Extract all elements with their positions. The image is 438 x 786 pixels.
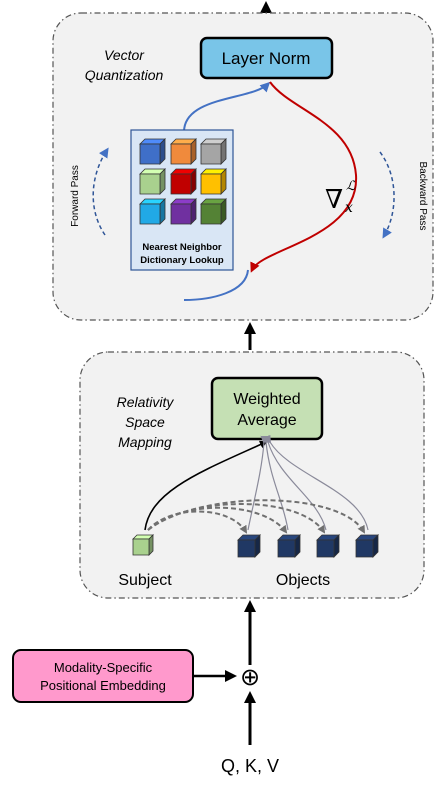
add-node: ⊕ <box>240 663 260 691</box>
positional-embedding-box <box>12 649 194 703</box>
layer-norm-box <box>199 36 334 80</box>
codebook-grid <box>139 138 227 225</box>
backward-pass-arrow <box>379 151 395 239</box>
codebook-cube-2 <box>170 138 197 165</box>
object-cube-2 <box>277 534 301 558</box>
forward-pass-arrow <box>92 147 109 236</box>
codebook-cube-1 <box>139 138 166 165</box>
codebook-cube-4 <box>139 168 166 195</box>
gradient-symbol: ∇ ℒ x <box>325 179 356 216</box>
codebook-cube-8 <box>170 198 197 225</box>
codebook-cube-3 <box>200 138 227 165</box>
weighted-average-line1: Weighted <box>233 391 300 408</box>
lookup-label-line1: Nearest Neighbor <box>142 242 221 253</box>
objects-label: Objects <box>276 572 330 589</box>
rsm-title-line2: Space <box>125 414 165 430</box>
subject-label: Subject <box>118 572 172 589</box>
rsm-title-line3: Mapping <box>118 434 172 450</box>
subject-to-average-curve <box>144 440 268 531</box>
gradient-subscript: x <box>345 200 353 216</box>
weighted-average-line2: Average <box>237 412 296 429</box>
forward-pass-label: Forward Pass <box>70 165 81 227</box>
object-cube-3 <box>316 534 340 558</box>
gradient-nabla: ∇ <box>325 185 343 215</box>
forward-path-to-layer-norm <box>183 81 271 133</box>
object4-to-average-curve <box>263 434 369 531</box>
positional-embedding-line2: Positional Embedding <box>40 678 166 693</box>
gradient-superscript: ℒ <box>346 179 356 194</box>
object-cube-1 <box>237 534 261 558</box>
rsm-title-line1: Relativity <box>117 394 175 410</box>
object3-to-average-curve <box>262 435 327 531</box>
object-cube-4 <box>355 534 379 558</box>
vq-title-line2: Quantization <box>85 67 164 83</box>
vq-title-line1: Vector <box>104 47 145 63</box>
object2-to-average-curve <box>261 435 289 531</box>
backward-path <box>250 81 358 273</box>
codebook-cube-7 <box>139 198 166 225</box>
rsm-cubes <box>132 534 379 558</box>
object1-to-average-curve <box>247 435 269 531</box>
backward-pass-label: Backward Pass <box>417 162 428 231</box>
codebook-cube-5 <box>170 168 197 195</box>
positional-embedding-line1: Modality-Specific <box>54 660 153 675</box>
layer-norm-label: Layer Norm <box>222 49 311 68</box>
relation-curve-3 <box>147 503 326 534</box>
relation-curve-4 <box>147 499 365 534</box>
input-label: Q, K, V <box>221 756 279 776</box>
codebook-cube-6 <box>200 168 227 195</box>
codebook-cube-9 <box>200 198 227 225</box>
relation-curve-2 <box>147 506 288 534</box>
forward-path-to-lookup <box>183 269 249 301</box>
subject-cube <box>132 534 154 556</box>
weighted-average-box <box>210 376 324 441</box>
lookup-label-line2: Dictionary Lookup <box>140 255 224 266</box>
